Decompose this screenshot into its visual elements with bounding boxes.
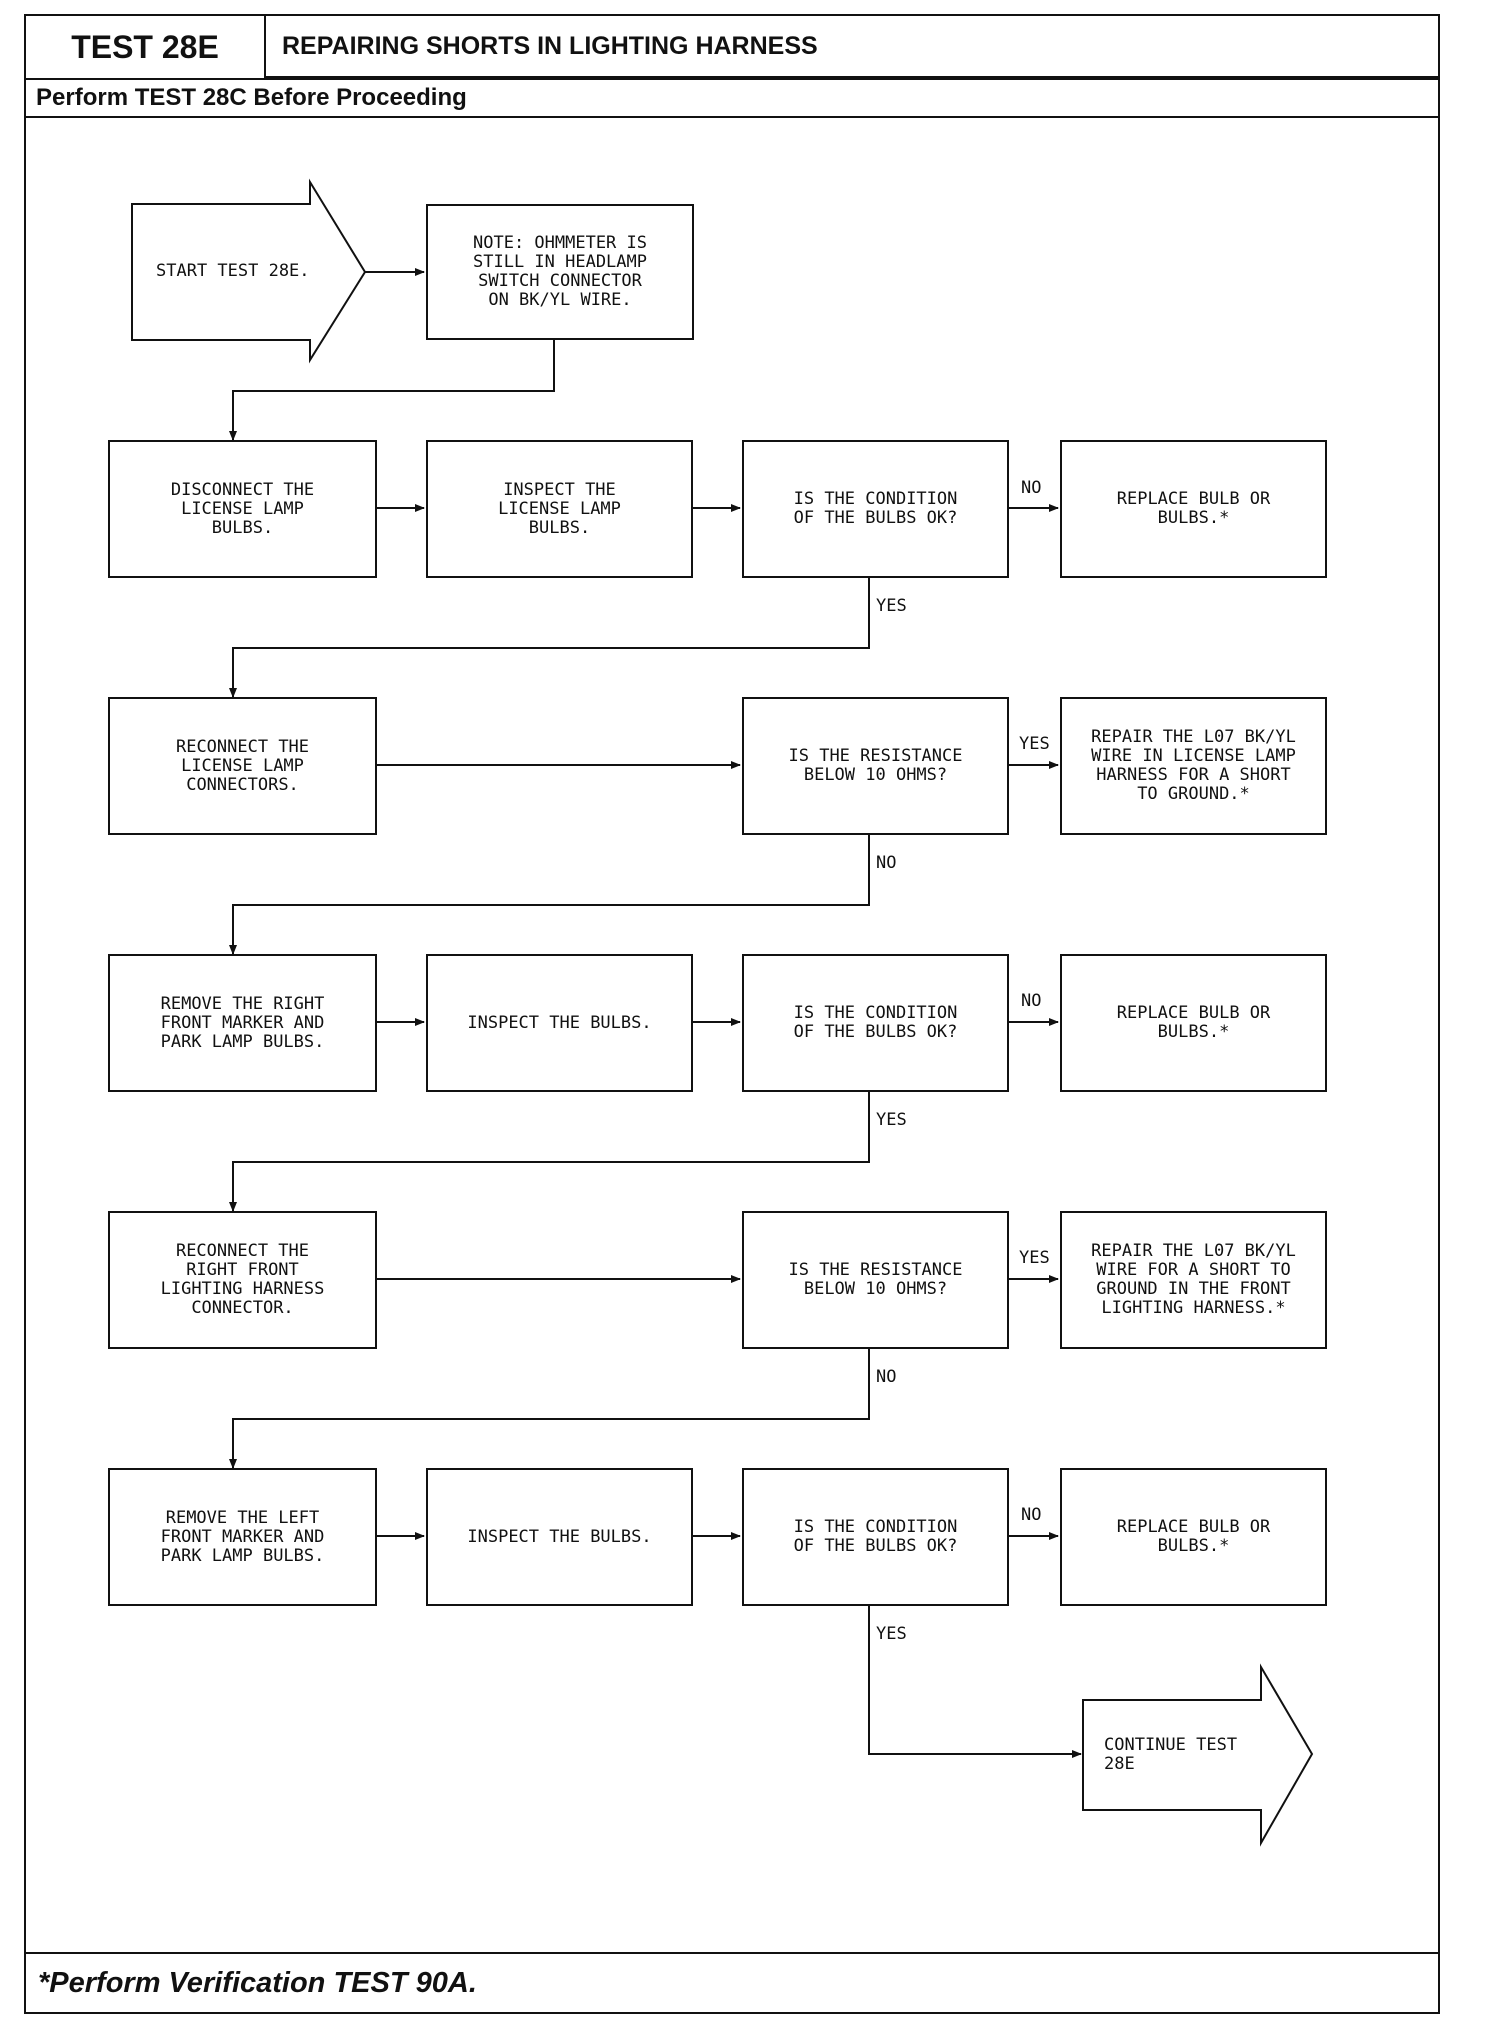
result-box-3: REPLACE BULB OR BULBS.* [1060, 954, 1327, 1092]
inspect-box-3: INSPECT THE BULBS. [426, 954, 693, 1092]
branch-label-2: YES [1019, 734, 1050, 754]
inspect-box-5: INSPECT THE BULBS. [426, 1468, 693, 1606]
branch-label-5: NO [1021, 1505, 1042, 1525]
branch-label-4: YES [1019, 1248, 1050, 1268]
connector [229, 835, 870, 955]
continue-arrow-shape [1082, 1663, 1314, 1847]
branch-label-3: NO [1021, 991, 1042, 1011]
page-title: REPAIRING SHORTS IN LIGHTING HARNESS [266, 16, 1438, 78]
start-arrow-label: START TEST 28E. [156, 261, 310, 281]
down-label-2: NO [876, 853, 897, 873]
continue-arrow-label: CONTINUE TEST 28E [1104, 1735, 1238, 1774]
inspect-box-1: INSPECT THE LICENSE LAMP BULBS. [426, 440, 693, 578]
connector [229, 578, 870, 698]
footer-note: *Perform Verification TEST 90A. [26, 1952, 1438, 2012]
connector [229, 340, 555, 441]
action-box-3: REMOVE THE RIGHT FRONT MARKER AND PARK L… [108, 954, 377, 1092]
result-box-1: REPLACE BULB OR BULBS.* [1060, 440, 1327, 578]
action-box-5: REMOVE THE LEFT FRONT MARKER AND PARK LA… [108, 1468, 377, 1606]
result-box-2: REPAIR THE L07 BK/YL WIRE IN LICENSE LAM… [1060, 697, 1327, 835]
result-box-5: REPLACE BULB OR BULBS.* [1060, 1468, 1327, 1606]
question-box-1: IS THE CONDITION OF THE BULBS OK? [742, 440, 1009, 578]
connector [868, 1606, 1082, 1758]
test-id: TEST 28E [26, 16, 266, 78]
down-label-5: YES [876, 1624, 907, 1644]
connector [229, 1092, 870, 1212]
branch-label-1: NO [1021, 478, 1042, 498]
question-box-2: IS THE RESISTANCE BELOW 10 OHMS? [742, 697, 1009, 835]
note-box: NOTE: OHMMETER IS STILL IN HEADLAMP SWIT… [426, 204, 694, 340]
down-label-3: YES [876, 1110, 907, 1130]
question-box-3: IS THE CONDITION OF THE BULBS OK? [742, 954, 1009, 1092]
connector [229, 1349, 870, 1469]
action-box-2: RECONNECT THE LICENSE LAMP CONNECTORS. [108, 697, 377, 835]
start-arrow-shape [131, 178, 367, 364]
down-label-1: YES [876, 596, 907, 616]
page-frame: TEST 28E REPAIRING SHORTS IN LIGHTING HA… [24, 14, 1440, 2014]
action-box-1: DISCONNECT THE LICENSE LAMP BULBS. [108, 440, 377, 578]
question-box-4: IS THE RESISTANCE BELOW 10 OHMS? [742, 1211, 1009, 1349]
action-box-4: RECONNECT THE RIGHT FRONT LIGHTING HARNE… [108, 1211, 377, 1349]
down-label-4: NO [876, 1367, 897, 1387]
question-box-5: IS THE CONDITION OF THE BULBS OK? [742, 1468, 1009, 1606]
prerequisite-note: Perform TEST 28C Before Proceeding [26, 78, 1438, 118]
result-box-4: REPAIR THE L07 BK/YL WIRE FOR A SHORT TO… [1060, 1211, 1327, 1349]
